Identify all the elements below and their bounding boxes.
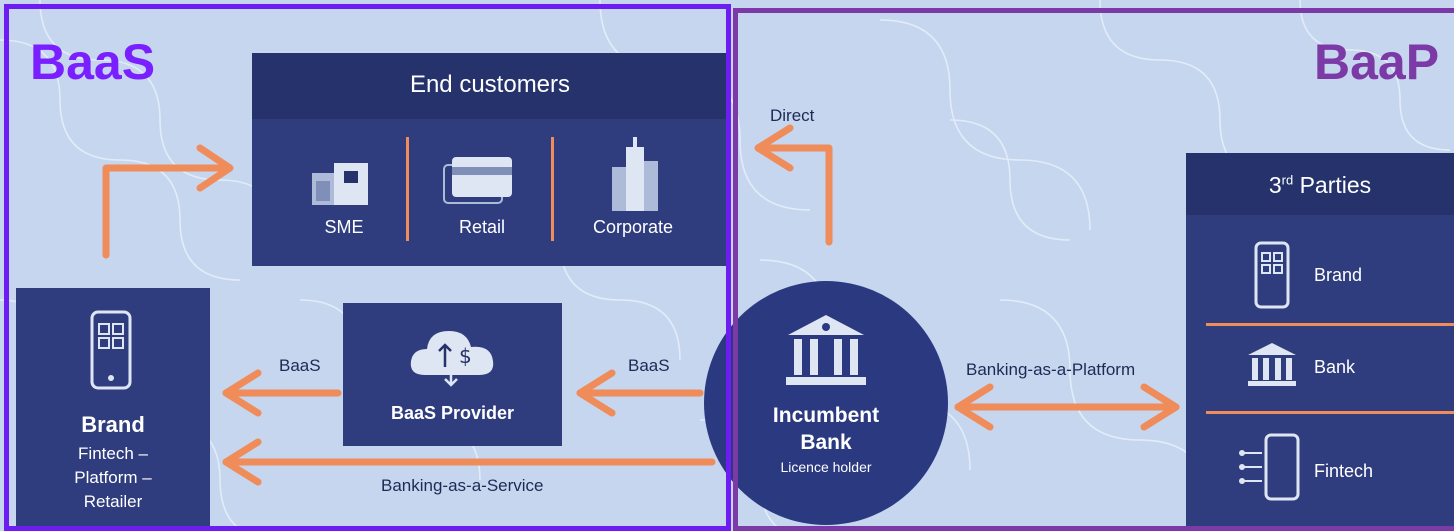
baas-provider-label: BaaS Provider <box>390 403 515 423</box>
arrow-label-service: Banking-as-a-Service <box>381 476 544 495</box>
segment-divider <box>406 137 409 241</box>
bank-title-line: Incumbent <box>772 404 880 427</box>
baas-provider-box: $ BaaS Provider <box>343 303 562 446</box>
baap-frame <box>733 8 1454 531</box>
segment-sme: SME <box>324 217 364 237</box>
segment-divider <box>551 137 554 241</box>
third-party-divider <box>1206 323 1454 326</box>
svg-text:$: $ <box>459 344 472 368</box>
arrow-label-direct: Direct <box>770 106 815 125</box>
brand-subtitle-line: Platform – <box>74 468 152 487</box>
baap-tag: BaaP <box>1314 34 1440 90</box>
title-rest: Parties <box>1293 172 1372 198</box>
bank-subtitle: Licence holder <box>780 459 872 475</box>
incumbent-bank-circle: Incumbent Bank Licence holder <box>704 281 948 525</box>
arrow-label-baas-left: BaaS <box>279 356 321 375</box>
third-parties-header: 3rd Parties <box>1186 153 1454 215</box>
smartphone-icon <box>1254 241 1290 309</box>
third-parties-title: 3rd Parties <box>1186 172 1454 199</box>
end-customers-header: End customers <box>252 53 728 119</box>
arrow-label-platform: Banking-as-a-Platform <box>966 360 1136 379</box>
factory-icon <box>312 163 368 205</box>
third-party-brand: Brand <box>1314 265 1363 285</box>
brand-subtitle-line: Retailer <box>83 492 143 511</box>
arrow-brand-to-customers <box>102 164 232 259</box>
fintech-phone-icon <box>1239 433 1300 501</box>
end-customers-body: SME Retail Corporate <box>252 119 728 266</box>
segment-retail: Retail <box>458 217 506 237</box>
baas-tag: BaaS <box>30 34 156 90</box>
third-party-divider <box>1206 411 1454 414</box>
credit-card-icon <box>443 157 512 204</box>
segment-corporate: Corporate <box>592 217 674 237</box>
baas-frame <box>4 4 731 531</box>
cloud-dollar-icon: $ <box>410 331 494 387</box>
brand-box: Brand Fintech – Platform – Retailer <box>16 288 210 531</box>
third-party-bank: Bank <box>1314 357 1356 377</box>
smartphone-icon <box>90 310 132 390</box>
third-parties-body: Brand Bank Fintech <box>1186 215 1454 531</box>
brand-title: Brand <box>81 412 145 437</box>
title-main: 3 <box>1268 172 1282 198</box>
bank-icon <box>1248 343 1296 386</box>
title-sup: rd <box>1281 172 1294 188</box>
skyscraper-icon <box>612 137 658 211</box>
bank-building-icon <box>786 315 866 385</box>
arrow-label-baas-right: BaaS <box>628 356 670 375</box>
brand-subtitle-line: Fintech – <box>78 444 148 463</box>
bank-title-line: Bank <box>800 431 852 454</box>
end-customers-title: End customers <box>409 71 571 98</box>
third-party-fintech: Fintech <box>1314 461 1374 481</box>
arrow-direct <box>756 144 833 246</box>
